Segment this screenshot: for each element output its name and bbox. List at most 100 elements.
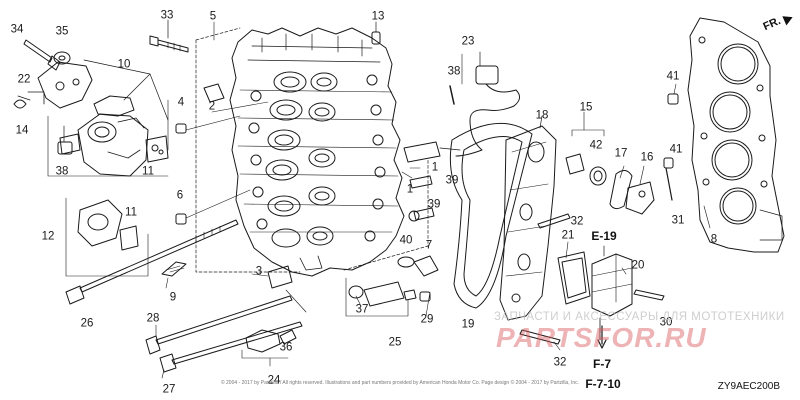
sensor-25	[345, 277, 417, 317]
callout-8: 8	[710, 233, 718, 246]
callout-4: 4	[177, 96, 185, 109]
callout-11b: 11	[125, 206, 137, 219]
seal-17	[609, 170, 633, 210]
callout-32a: 32	[570, 215, 584, 228]
callout-21: 21	[561, 229, 575, 242]
callout-32b: 32	[553, 356, 567, 369]
callout-17: 17	[614, 147, 628, 160]
callout-6: 6	[176, 189, 184, 202]
spring-9	[161, 261, 187, 277]
callout-28: 28	[146, 312, 160, 325]
callout-13: 13	[371, 10, 385, 23]
head-gasket-8	[687, 17, 785, 253]
callout-27: 27	[162, 383, 176, 396]
callout-31: 31	[671, 214, 685, 227]
callout-16: 16	[640, 151, 654, 164]
callout-41a: 41	[666, 70, 680, 83]
callout-40: 40	[399, 234, 413, 247]
callout-35: 35	[55, 25, 69, 38]
washer-35	[53, 51, 71, 65]
copyright-text: © 2004 - 2017 by Partzilla / All rights …	[220, 380, 580, 386]
plug-38	[57, 125, 73, 155]
callout-11a: 11	[142, 165, 154, 178]
callout-39a: 39	[445, 174, 459, 187]
gasket-11a	[145, 135, 169, 163]
callout-41b: 41	[669, 143, 683, 156]
cylinder-head	[229, 27, 405, 277]
gasket-19	[449, 122, 533, 309]
callout-36: 36	[279, 341, 293, 354]
bolt-26	[65, 219, 239, 305]
bolt-39b	[413, 207, 435, 221]
callout-1b: 1	[406, 183, 414, 196]
callout-22: 22	[17, 73, 31, 86]
callout-15: 15	[579, 101, 593, 114]
harness-23	[449, 51, 520, 157]
callout-24: 24	[267, 374, 281, 387]
part-15	[565, 129, 607, 186]
pin-2	[203, 83, 225, 103]
clip-14	[13, 99, 27, 109]
part-40	[397, 256, 415, 268]
callout-20: 20	[631, 259, 645, 272]
reference-f7-10: F-7-10	[585, 377, 621, 391]
callout-12: 12	[41, 230, 55, 243]
callout-18: 18	[535, 109, 549, 122]
cover-18	[499, 115, 557, 321]
bolt-27	[159, 321, 303, 373]
sensor-1a	[403, 141, 461, 163]
plug-41b	[663, 157, 674, 169]
bolt-31	[665, 167, 673, 201]
bolt-30	[633, 289, 665, 301]
callout-30: 30	[659, 316, 673, 329]
bolt-33	[149, 19, 189, 53]
bolt-32b	[519, 329, 561, 345]
bolt-28	[145, 295, 293, 355]
reference-f7: F-7	[593, 357, 611, 371]
plug-41a	[667, 93, 679, 105]
callout-33: 33	[160, 9, 174, 22]
regulator-20	[591, 245, 633, 341]
callout-39b: 39	[427, 198, 441, 211]
cap-4	[175, 123, 187, 134]
gasket-21	[557, 251, 591, 305]
callout-1a: 1	[431, 161, 439, 174]
leader-lines	[155, 21, 711, 379]
callout-14: 14	[15, 124, 29, 137]
callout-3: 3	[255, 265, 263, 278]
bracket-22	[17, 61, 93, 109]
callout-34: 34	[10, 23, 24, 36]
callout-23: 23	[461, 35, 475, 48]
sensor-36	[241, 329, 297, 367]
watermark-text: ЗАПЧАСТИ И АКСЕССУАРЫ ДЛЯ МОТОТЕХНИКИ	[494, 311, 785, 323]
callout-19: 19	[461, 318, 475, 331]
callout-25: 25	[388, 336, 402, 349]
watermark-logo: PARTSFOR.RU	[496, 322, 707, 353]
bolt-13	[371, 21, 381, 45]
callout-26: 26	[80, 317, 94, 330]
callout-38a: 38	[55, 165, 69, 178]
bolt-34	[23, 39, 61, 71]
washer-1b	[408, 210, 420, 222]
diagram-code: ZY9AEC200B	[717, 381, 780, 392]
part-7	[413, 255, 439, 277]
callout-7: 7	[425, 239, 433, 252]
bolt-32a	[537, 213, 571, 229]
bolt-29	[419, 291, 431, 302]
cap-6	[175, 213, 187, 225]
callout-38b: 38	[447, 65, 461, 78]
solenoid-assembly	[59, 59, 169, 177]
callout-29: 29	[420, 313, 434, 326]
callout-9: 9	[169, 291, 177, 304]
part-16	[625, 181, 655, 215]
callout-10: 10	[117, 58, 131, 71]
callout-42: 42	[589, 139, 603, 152]
callout-37: 37	[355, 303, 369, 316]
callout-5: 5	[209, 10, 217, 23]
sleeve-3	[267, 265, 293, 289]
callout-2: 2	[208, 100, 216, 113]
bolt-39a	[409, 175, 433, 189]
reference-e19: E-19	[591, 229, 617, 243]
